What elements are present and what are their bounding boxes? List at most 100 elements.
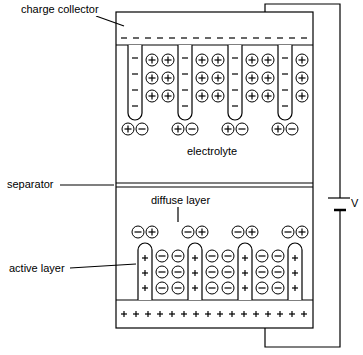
plus-sign [207, 311, 208, 317]
cation [296, 72, 308, 84]
plus-sign [219, 311, 220, 317]
cation [246, 54, 258, 66]
plus-sign [294, 255, 295, 261]
part-label: diffuse layer [150, 194, 211, 207]
minus-sign [175, 287, 182, 288]
plus-sign [159, 311, 160, 317]
plus-sign [294, 270, 295, 276]
cell-housing [116, 12, 313, 328]
plus-sign [177, 126, 178, 133]
plus-sign [303, 311, 304, 317]
electrode-finger [128, 45, 142, 120]
plus-sign [144, 285, 145, 291]
leader-line [177, 207, 178, 222]
minus-sign [232, 89, 238, 90]
minus-sign [175, 255, 182, 256]
plus-sign [195, 311, 196, 317]
anion [222, 266, 234, 278]
anion [236, 123, 248, 135]
anion [206, 282, 218, 294]
minus-sign [282, 57, 288, 58]
minus-sign [217, 37, 223, 38]
cation [146, 72, 158, 84]
minus-sign [182, 105, 188, 106]
anion [256, 266, 268, 278]
plus-sign [201, 93, 202, 100]
anion [156, 250, 168, 262]
cation [196, 226, 208, 238]
cation [196, 72, 208, 84]
cation [296, 90, 308, 102]
minus-sign [132, 105, 138, 106]
anion [182, 226, 194, 238]
plus-sign [147, 311, 148, 317]
minus-sign [209, 287, 216, 288]
cation [172, 123, 184, 135]
leader-line [70, 264, 136, 268]
minus-sign [265, 37, 271, 38]
cation [246, 72, 258, 84]
plus-sign [251, 93, 252, 100]
minus-sign [285, 231, 292, 232]
minus-sign [175, 271, 182, 272]
minus-sign [169, 37, 175, 38]
minus-sign [132, 73, 138, 74]
plus-sign [267, 57, 268, 64]
electrode-finger [238, 243, 252, 300]
minus-sign [229, 37, 235, 38]
anion [232, 226, 244, 238]
battery-plate [334, 209, 346, 212]
minus-sign [289, 37, 295, 38]
plus-sign [127, 126, 128, 133]
cation [272, 123, 284, 135]
plus-sign [194, 255, 195, 261]
plus-sign [294, 285, 295, 291]
minus-sign [282, 73, 288, 74]
minus-sign [121, 37, 127, 38]
plus-sign [151, 75, 152, 82]
minus-sign [139, 128, 146, 129]
cation [146, 54, 158, 66]
minus-sign [235, 231, 242, 232]
cation [246, 90, 258, 102]
minus-sign [181, 37, 187, 38]
minus-sign [225, 255, 232, 256]
plus-sign [151, 229, 152, 236]
minus-sign [253, 37, 259, 38]
cation [146, 226, 158, 238]
part-label: charge collector [20, 3, 100, 16]
plus-sign [217, 93, 218, 100]
plus-sign [277, 126, 278, 133]
minus-sign [132, 89, 138, 90]
minus-sign [209, 271, 216, 272]
part-label: separator [6, 178, 54, 191]
plus-sign [201, 75, 202, 82]
minus-sign [133, 37, 139, 38]
minus-sign [132, 57, 138, 58]
cation [296, 54, 308, 66]
plus-sign [227, 126, 228, 133]
anion [172, 266, 184, 278]
plus-sign [123, 311, 124, 317]
minus-sign [159, 271, 166, 272]
plus-sign [167, 57, 168, 64]
minus-sign [232, 105, 238, 106]
leader-line [96, 16, 124, 26]
minus-sign [189, 128, 196, 129]
cation [296, 226, 308, 238]
minus-sign [275, 255, 282, 256]
part-label: V [350, 197, 359, 210]
plus-sign [301, 57, 302, 64]
part-label: active layer [8, 262, 66, 275]
minus-sign [182, 57, 188, 58]
cation [262, 90, 274, 102]
electrode-finger [138, 243, 152, 300]
minus-sign [275, 271, 282, 272]
anion [256, 282, 268, 294]
minus-sign [289, 128, 296, 129]
part-label: electrolyte [186, 145, 238, 158]
plus-sign [301, 229, 302, 236]
anion [136, 123, 148, 135]
anion [156, 266, 168, 278]
cation [162, 54, 174, 66]
